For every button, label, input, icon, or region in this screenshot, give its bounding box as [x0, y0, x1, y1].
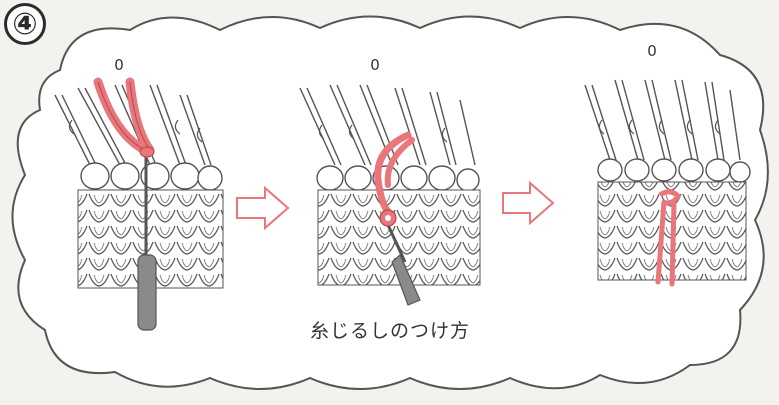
panel-3-label: 0	[647, 42, 657, 60]
panel-3	[584, 79, 751, 287]
arrow-2	[502, 180, 555, 226]
panel-1	[54, 77, 224, 331]
arrow-1	[236, 185, 290, 231]
panel-2	[299, 84, 481, 306]
panel-1-label: 0	[114, 56, 124, 74]
diagram-caption: 糸じるしのつけ方	[309, 320, 470, 342]
step-number-badge: ④	[4, 3, 46, 45]
step-number: ④	[12, 6, 38, 42]
panel-2-label: 0	[370, 56, 380, 74]
